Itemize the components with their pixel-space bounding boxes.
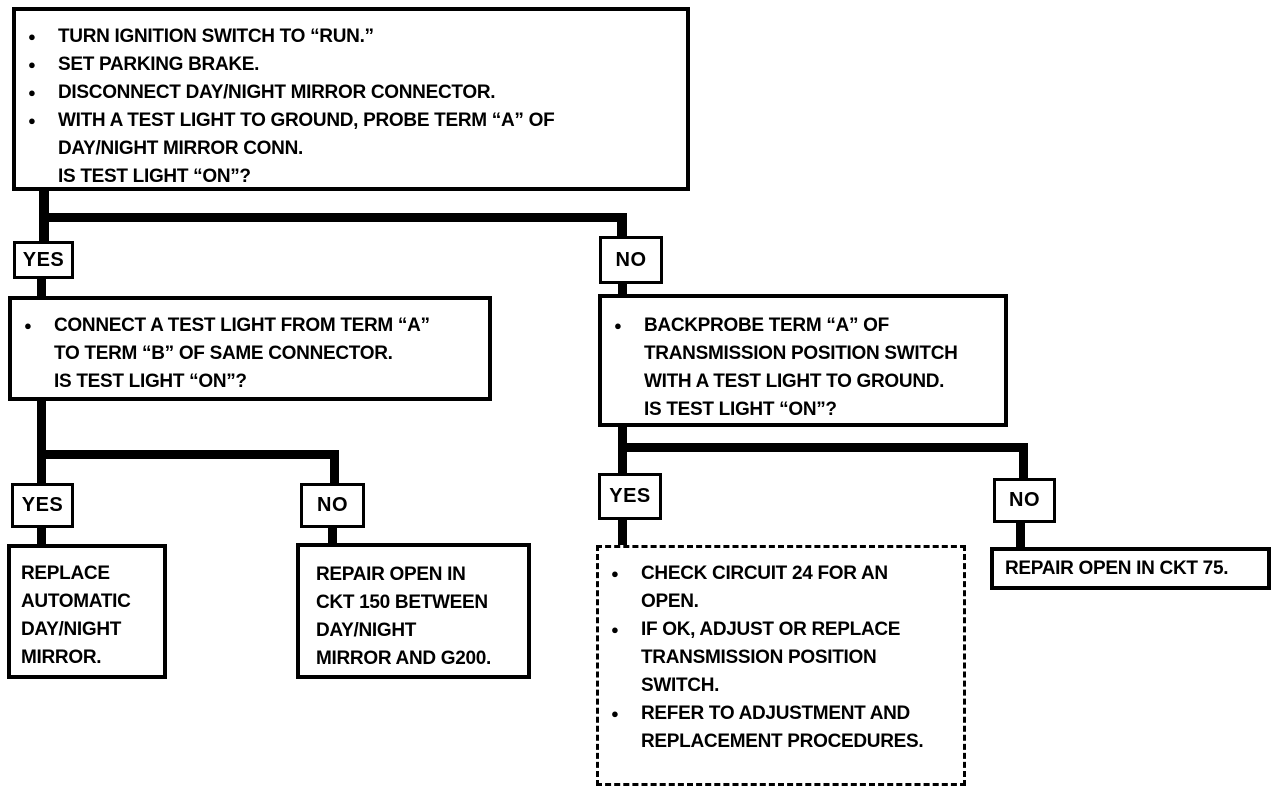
action-line: MIRROR.: [21, 647, 102, 668]
instruction-item: ● IF OK, ADJUST OR REPLACE TRANSMISSION …: [599, 616, 963, 700]
connector-trunk-top: [39, 190, 49, 215]
connector-trunk-right: [618, 427, 627, 443]
repair-ckt75-box: REPAIR OPEN IN CKT 75.: [990, 547, 1271, 590]
connector-drop-yes2: [37, 459, 46, 483]
no-label: NO: [317, 494, 348, 516]
right-question-box: ● BACKPROBE TERM “A” OF TRANSMISSION POS…: [598, 294, 1008, 427]
instruction-line: IS TEST LIGHT “ON”?: [644, 399, 837, 420]
connector-drop-no3: [1019, 452, 1028, 478]
connector-stub-yes3: [618, 520, 627, 545]
instruction-line: TRANSMISSION POSITION: [641, 647, 877, 668]
instruction-line: REFER TO ADJUSTMENT AND: [641, 703, 910, 724]
bullet-icon: ●: [28, 113, 36, 128]
connector-drop-yes3: [618, 452, 627, 473]
instruction-line: CONNECT A TEST LIGHT FROM TERM “A”: [54, 315, 430, 336]
instruction-item: ● TURN IGNITION SWITCH TO “RUN.”: [16, 23, 686, 51]
no-label-box-3: NO: [993, 478, 1056, 523]
connector-stub-yes2: [37, 528, 46, 544]
bullet-icon: ●: [614, 318, 622, 333]
start-instructions-box: ● TURN IGNITION SWITCH TO “RUN.” ● SET P…: [12, 7, 690, 191]
bullet-icon: ●: [611, 622, 619, 637]
left-question-box: ● CONNECT A TEST LIGHT FROM TERM “A” TO …: [8, 296, 492, 401]
instruction-item: ● WITH A TEST LIGHT TO GROUND, PROBE TER…: [16, 107, 686, 191]
replace-mirror-box: REPLACE AUTOMATIC DAY/NIGHT MIRROR.: [7, 544, 167, 679]
no-label-box-2: NO: [300, 483, 365, 528]
yes-label: YES: [21, 494, 64, 516]
instruction-line: WITH A TEST LIGHT TO GROUND.: [644, 371, 945, 392]
instruction-line: OPEN.: [641, 591, 699, 612]
connector-stub-no3: [1016, 523, 1025, 547]
connector-stub-no2: [328, 528, 337, 543]
connector-rail-right: [618, 443, 1028, 452]
yes-label-box-1: YES: [13, 241, 74, 279]
action-line: DAY/NIGHT: [21, 619, 122, 640]
connector-drop-no1: [617, 222, 627, 236]
action-line: CKT 150 BETWEEN: [316, 592, 488, 613]
action-line: REPAIR OPEN IN: [316, 564, 466, 585]
instruction-item: ● CHECK CIRCUIT 24 FOR AN OPEN.: [599, 560, 963, 616]
yes-label: YES: [609, 485, 651, 507]
action-line: AUTOMATIC: [21, 591, 131, 612]
instruction-item: ● CONNECT A TEST LIGHT FROM TERM “A” TO …: [12, 312, 488, 396]
instruction-item: ● REFER TO ADJUSTMENT AND REPLACEMENT PR…: [599, 700, 963, 756]
yes-label-box-2: YES: [11, 483, 74, 528]
instruction-line: SET PARKING BRAKE.: [58, 54, 260, 75]
instruction-line: DAY/NIGHT MIRROR CONN.: [58, 138, 303, 159]
instruction-line: TO TERM “B” OF SAME CONNECTOR.: [54, 343, 393, 364]
instruction-line: DISCONNECT DAY/NIGHT MIRROR CONNECTOR.: [58, 82, 496, 103]
yes-label-box-3: YES: [598, 473, 662, 520]
bullet-icon: ●: [28, 57, 36, 72]
connector-rail-level1: [39, 213, 627, 222]
bullet-icon: ●: [611, 706, 619, 721]
instruction-item: ● BACKPROBE TERM “A” OF TRANSMISSION POS…: [602, 312, 1004, 424]
no-label-box-1: NO: [599, 236, 663, 284]
bullet-icon: ●: [611, 566, 619, 581]
connector-trunk-left: [37, 401, 46, 450]
bullet-icon: ●: [28, 29, 36, 44]
instruction-line: BACKPROBE TERM “A” OF: [644, 315, 889, 336]
action-line: DAY/NIGHT: [316, 620, 417, 641]
bullet-icon: ●: [28, 85, 36, 100]
instruction-line: SWITCH.: [641, 675, 720, 696]
connector-stub-yes1: [37, 279, 46, 296]
instruction-item: ● DISCONNECT DAY/NIGHT MIRROR CONNECTOR.: [16, 79, 686, 107]
action-line: REPAIR OPEN IN CKT 75.: [1005, 557, 1229, 579]
action-line: REPLACE: [21, 563, 110, 584]
instruction-line: IS TEST LIGHT “ON”?: [58, 166, 251, 187]
repair-ckt150-box: REPAIR OPEN IN CKT 150 BETWEEN DAY/NIGHT…: [296, 543, 531, 679]
instruction-line: IS TEST LIGHT “ON”?: [54, 371, 247, 392]
action-line: MIRROR AND G200.: [316, 648, 492, 669]
instruction-item: ● SET PARKING BRAKE.: [16, 51, 686, 79]
connector-drop-no2: [330, 459, 339, 483]
instruction-line: TURN IGNITION SWITCH TO “RUN.”: [58, 26, 374, 47]
yes-label: YES: [22, 248, 65, 271]
instruction-line: WITH A TEST LIGHT TO GROUND, PROBE TERM …: [58, 110, 555, 131]
instruction-line: IF OK, ADJUST OR REPLACE: [641, 619, 901, 640]
check-circuit-box: ● CHECK CIRCUIT 24 FOR AN OPEN. ● IF OK,…: [596, 545, 966, 786]
connector-drop-yes1: [39, 222, 49, 241]
no-label: NO: [615, 248, 647, 271]
instruction-line: CHECK CIRCUIT 24 FOR AN: [641, 563, 888, 584]
instruction-line: REPLACEMENT PROCEDURES.: [641, 731, 924, 752]
connector-rail-left: [37, 450, 339, 459]
connector-stub-no1: [618, 284, 627, 294]
instruction-line: TRANSMISSION POSITION SWITCH: [644, 343, 958, 364]
no-label: NO: [1009, 489, 1040, 511]
bullet-icon: ●: [24, 318, 32, 333]
